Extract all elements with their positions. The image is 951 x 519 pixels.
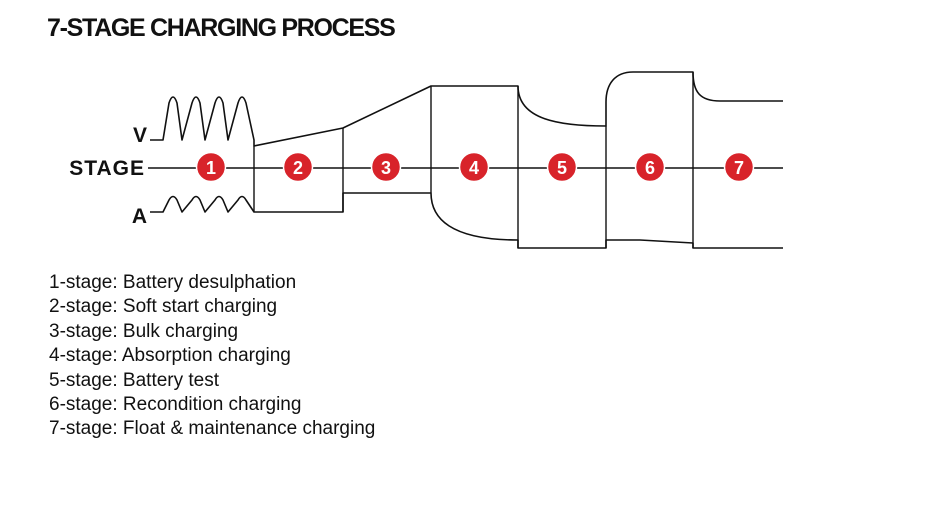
stage-badge-number: 7 [734, 158, 744, 178]
stage-badge-number: 6 [645, 158, 655, 178]
stage-badge-4: 4 [458, 151, 490, 183]
current-axis-label: A [132, 205, 147, 228]
stage-badge-circle [282, 151, 314, 183]
stage-badge-7: 7 [723, 151, 755, 183]
stage-badge-2: 2 [282, 151, 314, 183]
stage-badge-circle [634, 151, 666, 183]
stage-badge-3: 3 [370, 151, 402, 183]
stage-description: 5-stage: Battery test [49, 369, 220, 391]
stage-description-list: 1-stage: Battery desulphation 2-stage: S… [49, 271, 375, 442]
stage-description: 6-stage: Recondition charging [49, 394, 302, 416]
stage-badge-number: 5 [557, 158, 567, 178]
stage-badge-number: 4 [469, 158, 479, 178]
stage-description: 4-stage: Absorption charging [49, 345, 291, 367]
stage-axis-label: STAGE [69, 157, 145, 180]
stage-description: 3-stage: Bulk charging [49, 320, 239, 342]
stage-badge-number: 2 [293, 158, 303, 178]
stage-badge-circle [370, 151, 402, 183]
stage-description: 7-stage: Float & maintenance charging [49, 418, 376, 440]
stage-badge-5: 5 [546, 151, 578, 183]
stage-badge-number: 1 [206, 158, 216, 178]
stage-badge-6: 6 [634, 151, 666, 183]
stage-badge-number: 3 [381, 158, 391, 178]
stage-dividers [253, 72, 694, 248]
stage-badge-circle [195, 151, 227, 183]
voltage-axis-label: V [133, 124, 147, 147]
stage-badge-circle [723, 151, 755, 183]
stage-badge-circle [546, 151, 578, 183]
current-curve [150, 192, 783, 249]
stage-badge-circle [458, 151, 490, 183]
page-title: 7-STAGE CHARGING PROCESS [47, 14, 396, 42]
charging-process-diagram: V STAGE A 1 2 3 4 5 6 7 [69, 71, 783, 249]
voltage-curve [150, 71, 783, 147]
stage-description: 2-stage: Soft start charging [49, 296, 278, 318]
stage-description: 1-stage: Battery desulphation [49, 272, 297, 293]
stage-badge-1: 1 [195, 151, 227, 183]
